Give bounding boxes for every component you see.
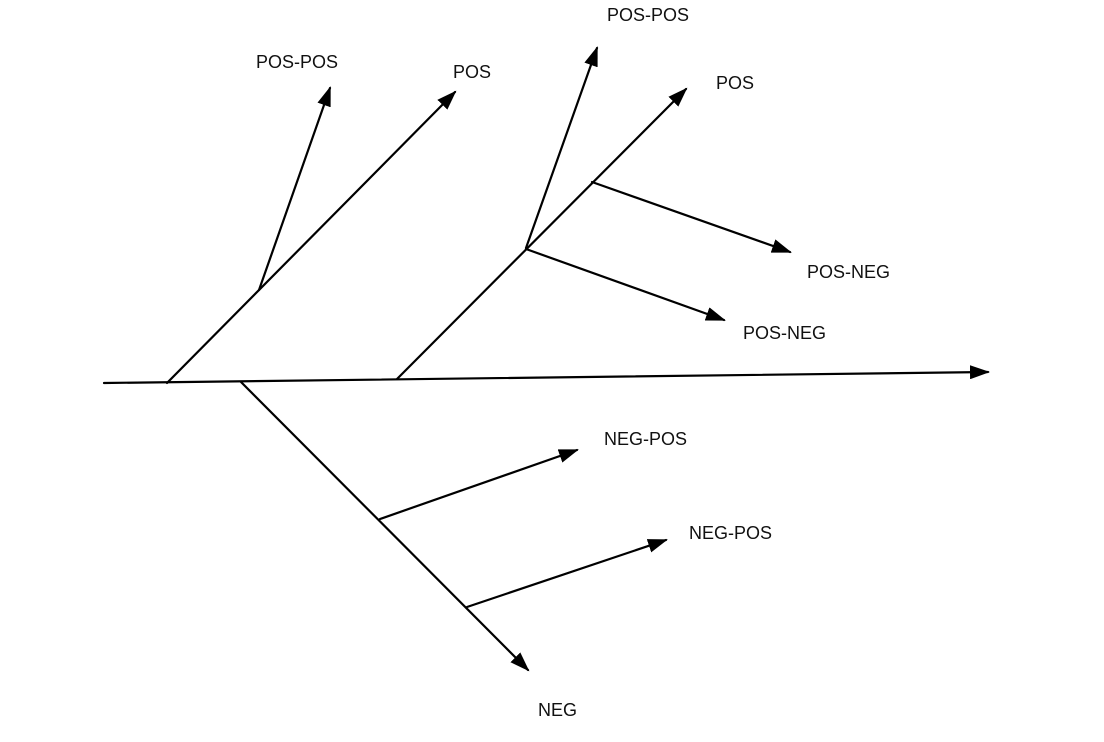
- label-upper-right-posneg-1: POS-NEG: [807, 262, 890, 282]
- main-spine-arrow: [102, 365, 990, 385]
- label-upper-left-pos: POS: [453, 62, 491, 82]
- label-upper-right-posneg-2: POS-NEG: [743, 323, 826, 343]
- label-lower-negpos-2: NEG-POS: [689, 523, 772, 543]
- label-lower-negpos-1: NEG-POS: [604, 429, 687, 449]
- upper-right-pospos-arrow: [524, 46, 599, 250]
- upper-left-pospos-arrow: [257, 86, 332, 292]
- label-upper-right-pos: POS: [716, 73, 754, 93]
- lower-negpos-arrow-1: [378, 448, 579, 521]
- upper-right-posneg-arrow-1: [590, 180, 792, 254]
- upper-right-bone-arrow: [395, 87, 688, 381]
- lower-neg-bone-arrow: [239, 380, 530, 672]
- lower-negpos-arrow-2: [465, 538, 668, 609]
- label-upper-right-pospos: POS-POS: [607, 5, 689, 25]
- label-lower-neg: NEG: [538, 700, 577, 720]
- upper-left-bone-arrow: [165, 90, 457, 385]
- upper-right-posneg-arrow-2: [524, 247, 726, 322]
- label-upper-left-pospos: POS-POS: [256, 52, 338, 72]
